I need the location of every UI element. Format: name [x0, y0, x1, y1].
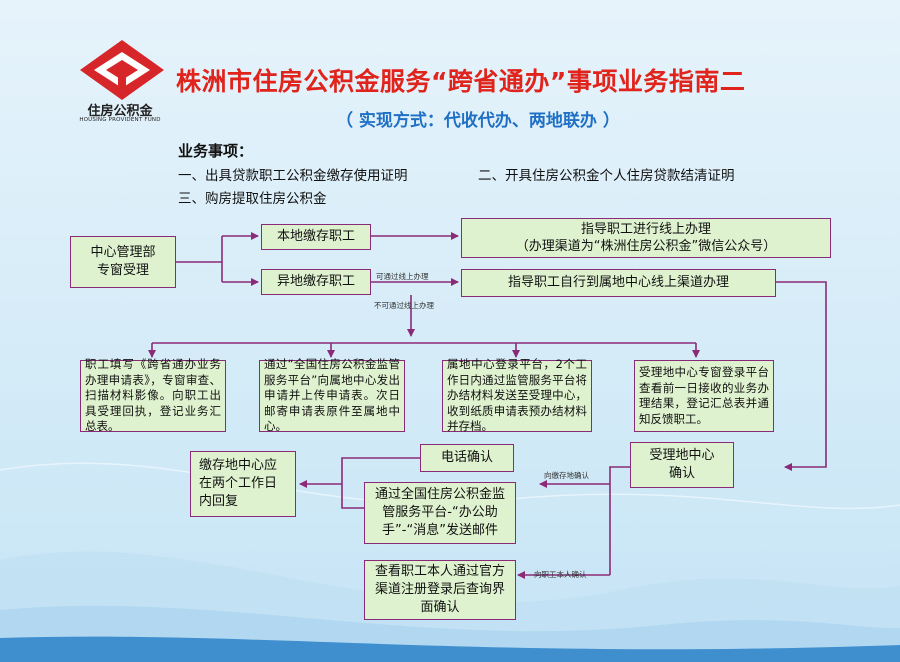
reply-box: 缴存地中心应在两个工作日内回复	[190, 451, 296, 517]
connector-self-to-confirm	[776, 281, 827, 471]
remote-employee-box: 异地缴存职工	[261, 269, 371, 295]
to-employee-label: 向职工本人确认	[534, 570, 587, 579]
matter-item-2: 二、开具住房公积金个人住房贷款结清证明	[478, 168, 735, 184]
online-guide-box: 指导职工进行线上办理 （办理渠道为“株洲住房公积金”微信公众号）	[461, 218, 831, 258]
platform-confirm-box: 通过全国住房公积金监管服务平台-“办公助手”-“消息”发送邮件	[364, 482, 516, 544]
phone-confirm-box: 电话确认	[420, 444, 514, 472]
logo-text: 住房公积金	[87, 104, 153, 119]
connector-phone-left	[341, 457, 420, 484]
page-subtitle: （ 实现方式：代收代办、两地联办 ）	[336, 111, 620, 131]
confirm-center-box: 受理地中心 确认	[630, 442, 734, 488]
page-title: 株洲市住房公积金服务“跨省通办”事项业务指南二	[176, 67, 746, 96]
self-check-box: 查看职工本人通过官方渠道注册登录后查询界面确认	[364, 560, 516, 620]
matter-item-1: 一、出具贷款职工公积金缴存使用证明	[178, 168, 408, 184]
step2-box: 通过“全国住房公积金监管服务平台”向属地中心发出申请并上传申请表。次日邮寄申请表…	[259, 357, 405, 433]
logo-english-text: HOUSING PROVIDENT FUND	[79, 117, 161, 123]
step3-box: 属地中心登录平台，2个工作日内通过监管服务平台将办结材料发送至受理中心，收到纸质…	[442, 357, 592, 433]
provident-fund-logo-icon	[80, 40, 164, 100]
cannot-online-label: 不可通过线上办理	[374, 301, 434, 310]
can-online-label: 可通过线上办理	[376, 272, 429, 281]
self-online-box: 指导职工自行到属地中心线上渠道办理	[461, 269, 776, 297]
step1-box: 职工填写《跨省通办业务办理申请表》，专窗审查、扫描材料影像。向职工出具受理回执，…	[80, 357, 226, 433]
matter-item-3: 三、购房提取住房公积金	[178, 191, 327, 207]
center-window-box: 中心管理部 专窗受理	[70, 236, 176, 288]
connector-confirm-split	[609, 466, 630, 575]
matters-heading: 业务事项：	[178, 142, 254, 160]
local-employee-box: 本地缴存职工	[261, 224, 371, 250]
to-remote-center-label: 向缴存地确认	[544, 471, 589, 480]
connector-platform-left	[341, 484, 364, 509]
step4-box: 受理地中心专窗登录平台查看前一日接收的业务办理结果，登记汇总表并通知反馈职工。	[634, 360, 774, 432]
